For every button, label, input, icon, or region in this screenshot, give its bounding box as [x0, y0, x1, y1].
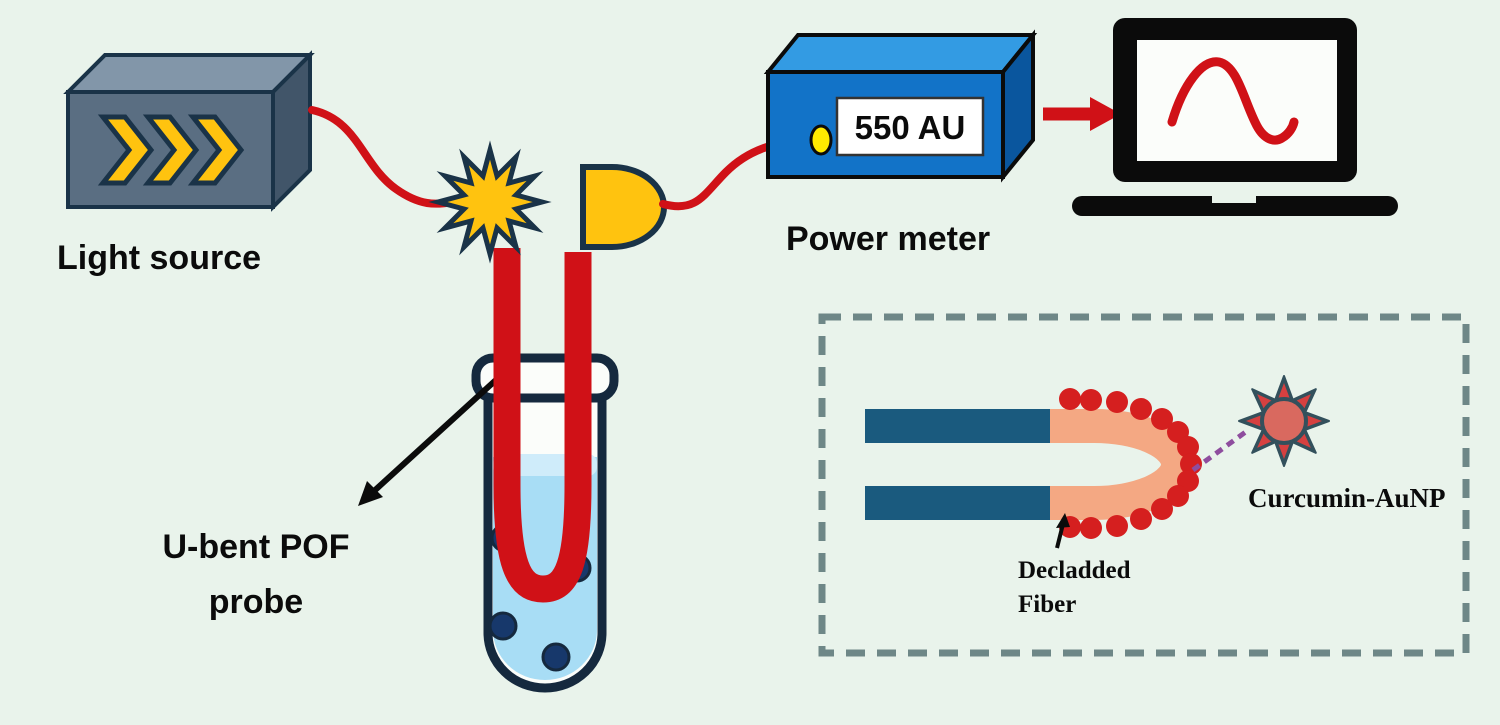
power-meter-label: Power meter: [786, 220, 990, 258]
laptop-screen: [1137, 40, 1337, 161]
probe-arrow-line: [370, 376, 500, 495]
decladded-arrow-line: [1055, 523, 1065, 549]
laptop-base: [1072, 196, 1398, 216]
signal-arrow-head: [1090, 97, 1121, 131]
probe-label-line2: probe: [209, 583, 303, 621]
light-source-box: [63, 50, 315, 212]
aunp-core: [1260, 397, 1308, 445]
decladded-pointer-arrow: [1055, 513, 1070, 549]
half-disc-icon: [580, 164, 667, 250]
sample-dot: [541, 642, 571, 672]
decladded-label-line1: Decladded: [1018, 557, 1131, 584]
laptop-icon: [1072, 18, 1398, 216]
sun-burst-icon: [1238, 375, 1330, 467]
laptop-base-notch: [1212, 194, 1256, 203]
u-bent-fiber-probe: [493, 248, 592, 603]
cladding-segment-bottom: [865, 486, 1050, 520]
signal-arrow: [1043, 97, 1121, 131]
probe-label-line1: U-bent POF: [163, 528, 350, 566]
sample-dot: [488, 611, 518, 641]
cladding-segment-top: [865, 409, 1050, 443]
inset-detail-box: Decladded Fiber Curcumin-AuNP: [818, 313, 1470, 657]
meter-reading: 550 AU: [855, 109, 966, 146]
spark-burst-icon: [428, 140, 552, 264]
probe-pointer-arrow: [358, 376, 500, 506]
decladded-fiber-bend: [1050, 409, 1195, 520]
probe-arrow-head: [358, 481, 383, 506]
meter-input-port: [809, 124, 833, 156]
decladded-arrow-head: [1056, 513, 1070, 528]
inset-dashed-border: [818, 313, 1470, 657]
decladded-label-line2: Fiber: [1018, 591, 1076, 618]
linker-dashed-line: [1191, 428, 1249, 473]
light-source-top-face: [63, 53, 315, 94]
aunp-coating-dots: [1059, 388, 1202, 539]
nanoparticle-label: Curcumin-AuNP: [1248, 483, 1446, 513]
light-source-label: Light source: [57, 239, 261, 277]
power-meter-top-face: [763, 33, 1038, 74]
sine-wave-icon: [1167, 57, 1299, 145]
power-meter-box: 550 AU: [763, 29, 1038, 183]
fiber-cable-source: [308, 106, 457, 208]
meter-display: [835, 96, 985, 157]
